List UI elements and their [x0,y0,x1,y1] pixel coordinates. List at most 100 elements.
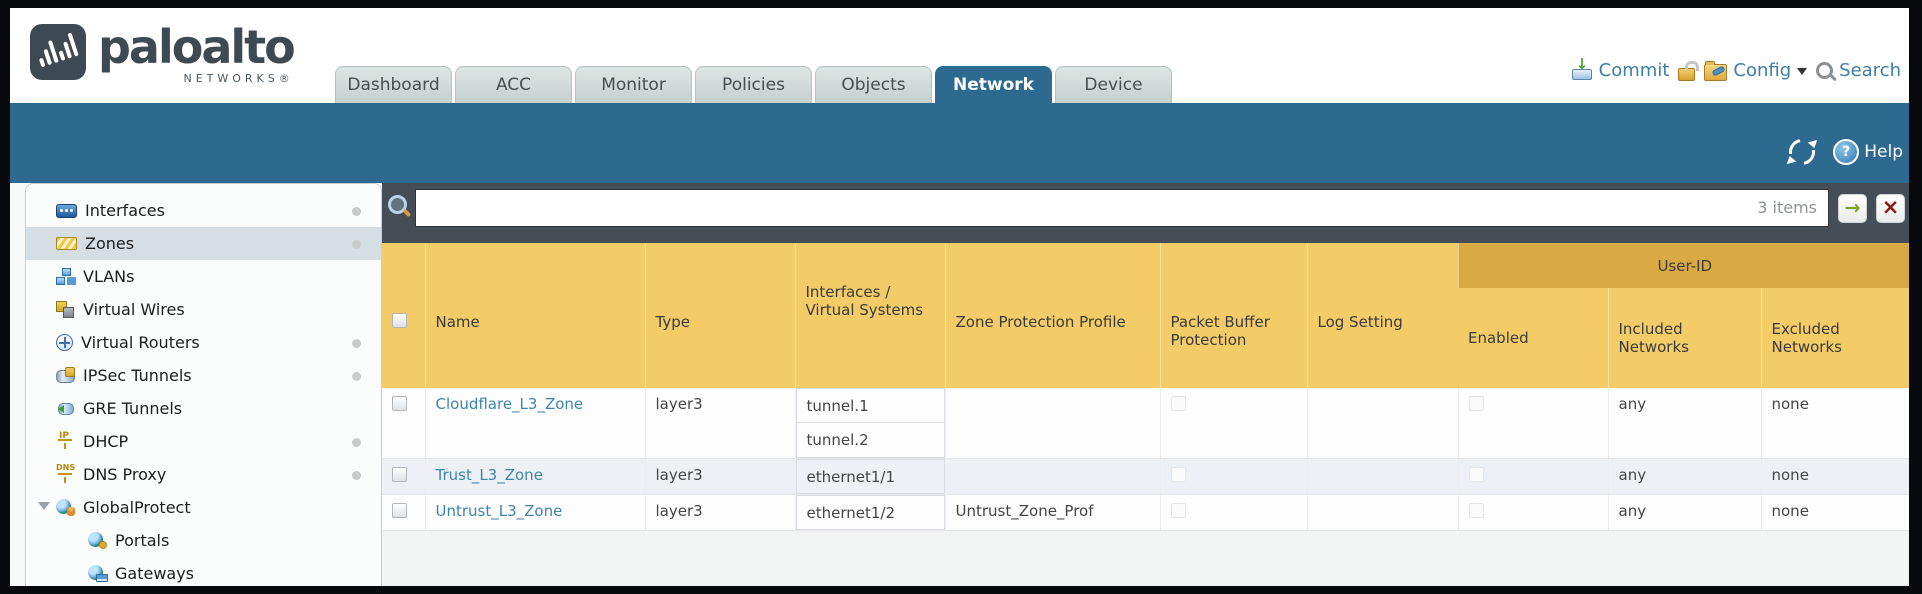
nav-tab[interactable]: Device [1055,66,1172,103]
commit-button[interactable]: Commit [1571,55,1669,81]
zone-type-cell: layer3 [644,494,795,531]
item-count-label: 3 items [1757,198,1817,217]
interface-entry: tunnel.1 [795,388,945,423]
status-dot-icon [352,437,361,447]
column-header-log-setting[interactable]: Log Setting [1306,243,1458,388]
main-nav-tabs: Dashboard ACC Monitor Policies [335,66,1172,103]
user-id-enabled-checkbox[interactable] [1468,503,1484,518]
filter-input[interactable] [415,189,1829,227]
zones-icon [56,237,77,250]
column-header-interfaces[interactable]: Interfaces / Virtual Systems [794,243,945,388]
ipsec-tunnels-icon [56,367,75,384]
table-row: Untrust_L3_Zone layer3 ethernet1/2 Untru… [382,494,1909,531]
virtual-wires-icon [56,301,75,318]
nav-tab[interactable]: Policies [695,66,812,103]
sidebar-item[interactable]: GlobalProtect [26,491,381,524]
portals-icon [88,532,107,549]
nav-tab-label: Network [953,75,1034,95]
zone-name-link[interactable]: Cloudflare_L3_Zone [435,395,584,413]
interface-entry: ethernet1/2 [795,495,945,530]
user-id-enabled-checkbox[interactable] [1468,396,1484,411]
row-checkbox[interactable] [392,467,407,482]
interfaces-icon [56,203,77,218]
logo-brand: paloalto [98,20,296,74]
sidebar-item-label: Virtual Routers [81,333,200,352]
row-checkbox[interactable] [392,503,407,518]
column-header-included-networks[interactable]: Included Networks [1607,288,1761,388]
user-id-enabled-checkbox[interactable] [1468,467,1484,482]
sidebar-item[interactable]: VLANs [26,260,381,293]
packet-buffer-protection-checkbox[interactable] [1170,396,1186,411]
app-window: paloalto NETWORKS® Dashboard ACC Monitor [10,8,1909,586]
expander-triangle-icon[interactable] [38,502,50,516]
row-checkbox[interactable] [392,396,407,411]
main-area: 3 items → × Name Type Interfaces / Virtu [382,183,1909,586]
sidebar-item-label: Zones [85,234,135,253]
excluded-networks-cell: none [1760,458,1909,495]
zone-name-link[interactable]: Untrust_L3_Zone [435,502,563,520]
select-all-header-cell [382,243,425,388]
sidebar-item-label: Gateways [115,564,195,583]
status-dot-icon [352,206,361,216]
sidebar-item[interactable]: Gateways [26,557,381,586]
interface-entry: ethernet1/1 [795,459,945,494]
column-header-name[interactable]: Name [424,243,645,388]
paloalto-logo: paloalto NETWORKS® [30,20,296,85]
status-dot-icon [352,371,361,381]
zone-type-cell: layer3 [644,458,795,495]
packet-buffer-protection-checkbox[interactable] [1170,467,1186,482]
global-search-button[interactable]: Search [1816,60,1901,81]
sidebar-item[interactable]: IPSec Tunnels [26,359,381,392]
nav-tab[interactable]: Network [935,66,1052,103]
help-button[interactable]: ? Help [1833,139,1903,165]
top-header: paloalto NETWORKS® Dashboard ACC Monitor [10,8,1909,103]
column-header-zone-protection-profile[interactable]: Zone Protection Profile [944,243,1160,388]
zone-protection-profile-cell [944,388,1160,459]
config-menu-button[interactable]: Config [1704,60,1808,81]
sidebar-item-label: Portals [115,531,170,550]
vlans-icon [56,268,75,285]
paloalto-logo-icon [30,24,86,80]
nav-tab[interactable]: Objects [815,66,932,103]
sidebar-item[interactable]: Zones [26,227,381,260]
sidebar-item-label: Virtual Wires [83,300,185,319]
gre-tunnels-icon [56,400,75,417]
nav-tab[interactable]: ACC [455,66,572,103]
apply-filter-button[interactable]: → [1838,194,1867,223]
logo-networks-label: NETWORKS® [183,72,294,85]
zone-name-link[interactable]: Trust_L3_Zone [435,466,543,484]
dhcp-icon [56,431,75,450]
nav-tab[interactable]: Monitor [575,66,692,103]
interfaces-cell: ethernet1/1 [794,458,945,495]
column-header-packet-buffer-protection[interactable]: Packet Buffer Protection [1159,243,1307,388]
interface-entry: tunnel.2 [795,423,945,458]
unlock-icon[interactable] [1678,60,1700,81]
sidebar-item[interactable]: DNS Proxy [26,458,381,491]
packet-buffer-protection-checkbox[interactable] [1170,503,1186,518]
column-header-type[interactable]: Type [644,243,795,388]
gateways-icon [88,565,108,582]
select-all-checkbox[interactable] [392,313,407,328]
zone-protection-profile-cell: Untrust_Zone_Prof [944,494,1160,531]
sidebar-item[interactable]: Interfaces [26,194,381,227]
nav-tab[interactable]: Dashboard [335,66,452,103]
sidebar-item[interactable]: Portals [26,524,381,557]
sidebar-item-label: DHCP [83,432,129,451]
clear-filter-button[interactable]: × [1876,194,1905,223]
header-utilities: Commit Config Search [1571,55,1901,81]
included-networks-cell: any [1607,494,1761,531]
sidebar-item[interactable]: DHCP [26,425,381,458]
sidebar-item[interactable]: GRE Tunnels [26,392,381,425]
column-header-excluded-networks[interactable]: Excluded Networks [1760,288,1909,388]
column-header-enabled[interactable]: Enabled [1458,288,1608,388]
commit-icon [1571,55,1593,81]
sidebar-item[interactable]: Virtual Routers [26,326,381,359]
filter-search-icon[interactable] [388,195,407,214]
refresh-icon[interactable] [1784,133,1821,171]
nav-tab-label: ACC [495,75,532,95]
nav-tab-label: Monitor [601,75,666,95]
sidebar-item[interactable]: Virtual Wires [26,293,381,326]
status-dot-icon [352,338,361,348]
